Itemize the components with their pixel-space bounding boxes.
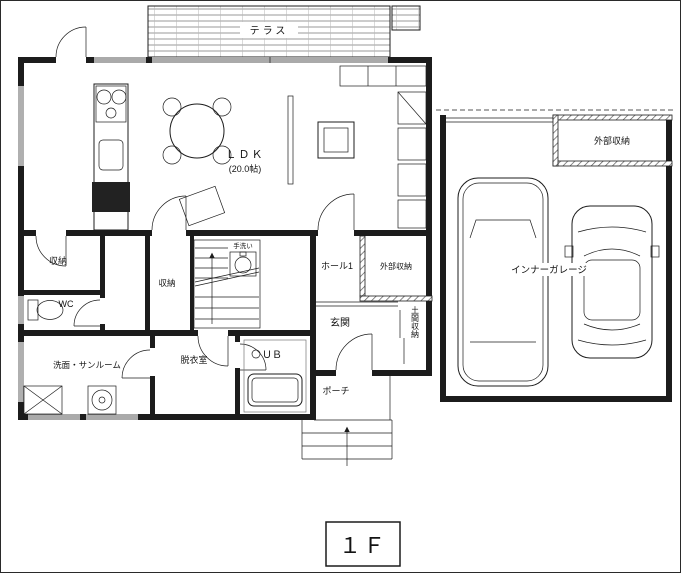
bathtub [247,373,303,407]
label-washroom-sunroom: 洗面・サンルーム [53,360,121,370]
label-doma-storage: 土間収納 [411,305,420,339]
shower-drain [251,349,261,359]
kitchen [92,65,427,231]
label-dressing-room: 脱衣室 [180,354,207,365]
pantry-shelf [397,199,427,229]
bathroom [243,339,307,413]
car-outside [564,205,660,359]
terrace [147,5,421,58]
pantry-shelf [397,163,427,197]
entrance-step [316,301,398,307]
label-entrance: 玄関 [330,316,350,329]
washroom-fixtures [23,385,117,415]
dining-table [169,103,225,159]
label-ldk-area: (20.0帖) [229,163,262,174]
washing-machine [87,385,117,415]
side-table [317,121,355,159]
terrace-equipment-box [391,5,421,31]
kitchen-sink [98,139,124,171]
label-porch: ポーチ [322,386,349,396]
floor-label: １Ｆ [339,533,387,558]
room-labels: テラス ＬＤＫ (20.0帖) 収納 WC 手洗い 収納 ホール1 外部収納 玄… [49,25,630,396]
floor-label-box: １Ｆ [325,521,401,567]
label-handwash: 手洗い [233,241,253,250]
wall-cabinet [339,65,427,87]
garage [436,109,676,387]
label-hall: ホール1 [321,261,353,271]
rug [178,185,226,227]
car-in-garage [457,177,549,387]
slop-sink [23,385,63,415]
pantry-shelf [397,91,427,125]
porch-steps [301,376,393,466]
label-storage-mid: 収納 [158,278,175,288]
doors [35,26,405,379]
label-unit-bath: ＵＢ [262,350,282,361]
stove [95,85,127,123]
pantry-shelf [397,127,427,161]
toilet [27,299,64,321]
stairs [193,239,261,329]
handwash-basin [229,251,257,277]
car-roof [583,259,641,321]
kitchen-island [92,182,130,212]
label-wc: WC [59,299,74,309]
label-terrace: テラス [250,25,289,37]
label-ext-storage-top: 外部収納 [594,135,630,146]
label-ldk: ＬＤＫ [226,149,265,161]
dining-living-furniture [162,95,355,227]
car-mirror-right [650,245,660,258]
label-ext-storage-inner: 外部収納 [380,261,412,271]
car-mirror-left [564,245,574,258]
label-storage-left: 収納 [49,255,67,266]
label-inner-garage: インナーガレージ [511,265,587,276]
sofa-back [287,95,294,185]
windows [18,57,388,420]
